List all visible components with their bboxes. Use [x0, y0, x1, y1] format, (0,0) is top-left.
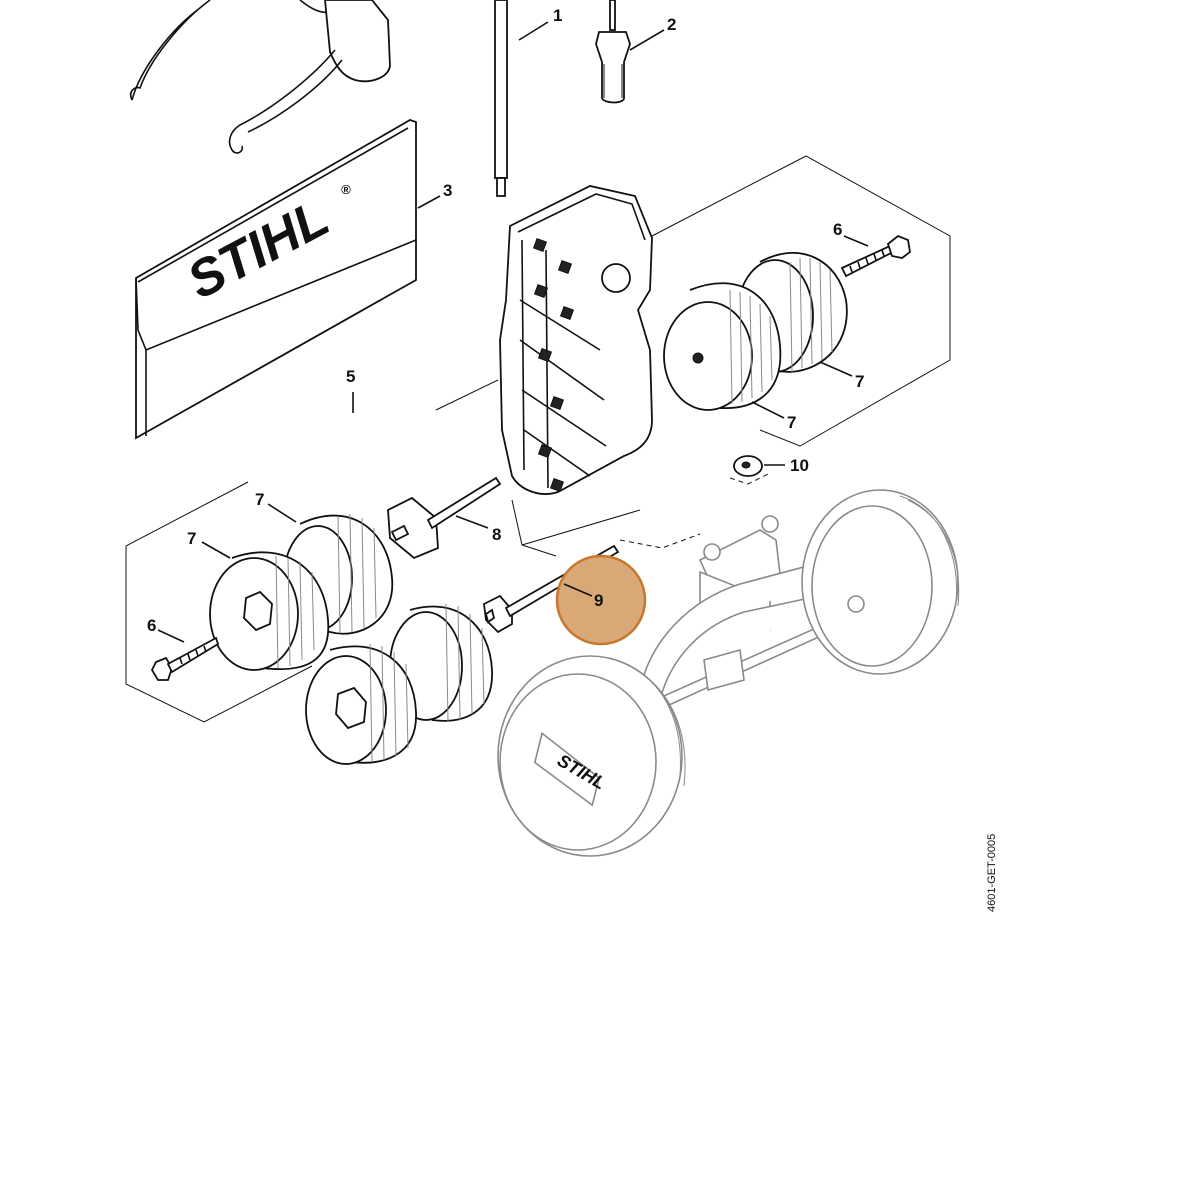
callout-7-lower-back: 7 [255, 490, 264, 509]
upper-assembly-frame [651, 155, 951, 447]
callout-7-upper-back: 7 [855, 372, 864, 391]
safety-glasses [129, 0, 391, 154]
loose-rollers [305, 603, 493, 765]
wheeled-cart: STIHL [497, 489, 960, 857]
callout-1: 1 [553, 6, 562, 25]
callout-5: 5 [346, 367, 355, 386]
callout-6-upper: 6 [833, 220, 842, 239]
bolt-lower [150, 629, 220, 681]
roller-lower-front [209, 551, 330, 671]
highlight-circle-9[interactable] [555, 554, 647, 646]
roller-upper-front [663, 282, 782, 411]
callout-10: 10 [790, 456, 809, 475]
callout-2: 2 [667, 15, 676, 34]
screwdriver [595, 0, 665, 104]
bolt-upper [840, 234, 911, 278]
washer [729, 455, 785, 485]
callout-7-upper-front: 7 [787, 413, 796, 432]
callout-6-lower: 6 [147, 616, 156, 635]
callout-7-lower-front: 7 [187, 529, 196, 548]
spindle-8 [387, 476, 502, 560]
callout-9: 9 [594, 591, 603, 610]
cutter-housing [499, 185, 653, 495]
document-code: 4601-GET-0005 [986, 834, 998, 912]
pouch-registered-mark: ® [341, 182, 351, 197]
hex-key-rod [494, 0, 549, 197]
tool-pouch: STIHL ® [135, 119, 441, 440]
callout-8: 8 [492, 525, 501, 544]
callout-3: 3 [443, 181, 452, 200]
